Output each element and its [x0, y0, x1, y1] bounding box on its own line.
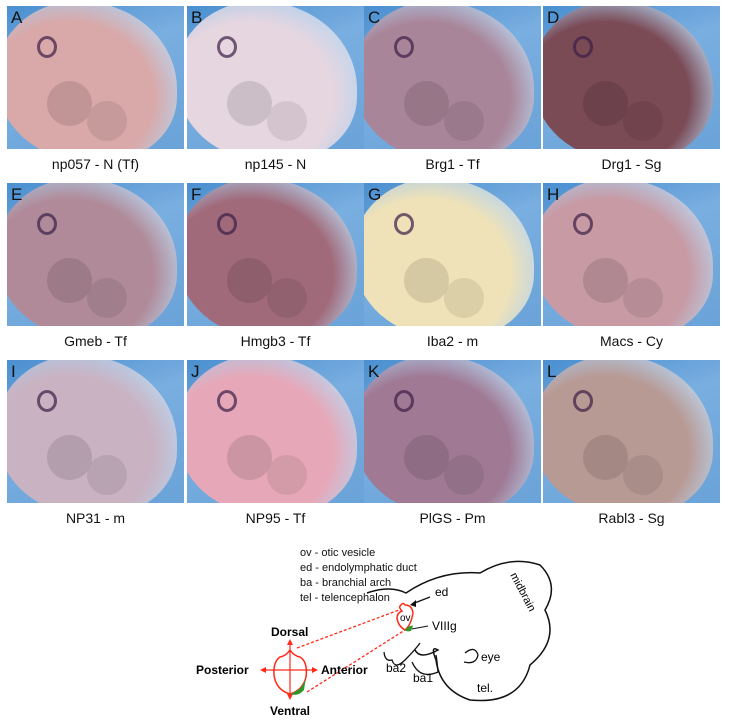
label-ov: ov — [400, 613, 411, 624]
panel-letter: F — [191, 185, 202, 204]
label-posterior: Posterior — [196, 663, 249, 677]
embryo-panel-d: D — [543, 6, 720, 149]
panel-caption: Rabl3 - Sg — [598, 510, 665, 526]
embryo-panel-b: B — [187, 6, 364, 149]
panel-letter: A — [11, 8, 23, 27]
otic-vesicle-stain — [217, 213, 237, 235]
panel-caption: np057 - N (Tf) — [51, 156, 140, 172]
embryo-panel-l: L — [543, 360, 720, 503]
panel-caption: np145 - N — [244, 156, 307, 172]
panel-letter: K — [368, 362, 380, 381]
otic-vesicle-stain — [217, 390, 237, 412]
otic-vesicle — [396, 602, 414, 631]
label-tel: tel. — [477, 681, 493, 695]
branchial-arch-ba1 — [411, 654, 439, 676]
otic-vesicle-stain — [37, 213, 57, 235]
branchial-arch-ba2 — [383, 642, 421, 666]
otic-vesicle-stain — [394, 36, 414, 58]
panel-caption: PlGS - Pm — [419, 510, 486, 526]
panel-letter: E — [11, 185, 23, 204]
panel-caption: Iba2 - m — [426, 333, 479, 349]
panel-letter: D — [547, 8, 560, 27]
embryo-panel-j: J — [187, 360, 364, 503]
projection-line — [306, 629, 406, 693]
panel-caption: Gmeb - Tf — [64, 333, 127, 349]
panel-caption: Brg1 - Tf — [425, 156, 480, 172]
otic-vesicle-stain — [37, 36, 57, 58]
label-ba1: ba1 — [413, 671, 433, 685]
otic-vesicle-stain — [394, 213, 414, 235]
embryo-outline — [366, 560, 553, 702]
panel-letter: I — [11, 362, 16, 381]
otic-vesicle-stain — [573, 36, 593, 58]
otic-vesicle-stain — [394, 390, 414, 412]
panel-caption: Macs - Cy — [600, 333, 663, 349]
otic-vesicle-stain — [37, 390, 57, 412]
label-anterior: Anterior — [321, 663, 368, 677]
legend-item: ba - branchial arch — [300, 577, 392, 589]
embryo-panel-h: H — [543, 183, 720, 326]
legend-item: ed - endolymphatic duct — [300, 562, 417, 574]
panel-letter: G — [368, 185, 382, 204]
legend-item: ov - otic vesicle — [300, 547, 376, 559]
viiig-ganglion — [405, 625, 413, 632]
embryo-panel-e: E — [7, 183, 184, 326]
panel-caption: Drg1 - Sg — [601, 156, 662, 172]
label-ba2: ba2 — [386, 661, 406, 675]
panel-letter: J — [191, 362, 200, 381]
panel-caption: NP31 - m — [65, 510, 126, 526]
panel-letter: H — [547, 185, 560, 204]
otic-vesicle-stain — [573, 213, 593, 235]
eye-icon — [463, 648, 479, 664]
label-eye: eye — [481, 650, 501, 664]
legend-item: tel - telencephalon — [300, 592, 390, 604]
label-ventral: Ventral — [270, 704, 310, 718]
label-dorsal: Dorsal — [271, 625, 308, 639]
panel-caption: Hmgb3 - Tf — [240, 333, 311, 349]
embryo-panel-k: K — [364, 360, 541, 503]
panel-letter: L — [547, 362, 557, 381]
label-midbrain: midbrain — [507, 571, 537, 614]
embryo-panel-f: F — [187, 183, 364, 326]
projection-line — [296, 609, 400, 649]
otic-vesicle-stain — [217, 36, 237, 58]
otic-vesicle-stain — [573, 390, 593, 412]
panel-caption: NP95 - Tf — [245, 510, 306, 526]
panel-letter: C — [368, 8, 381, 27]
embryo-panel-a: A — [7, 6, 184, 149]
embryo-panel-c: C — [364, 6, 541, 149]
embryo-panel-g: G — [364, 183, 541, 326]
embryo-panel-i: I — [7, 360, 184, 503]
label-viiig: VIIIg — [432, 619, 457, 633]
abbreviation-legend: ov - otic vesicle ed - endolymphatic duc… — [300, 546, 417, 606]
label-ed: ed — [435, 585, 448, 599]
panel-letter: B — [191, 8, 203, 27]
